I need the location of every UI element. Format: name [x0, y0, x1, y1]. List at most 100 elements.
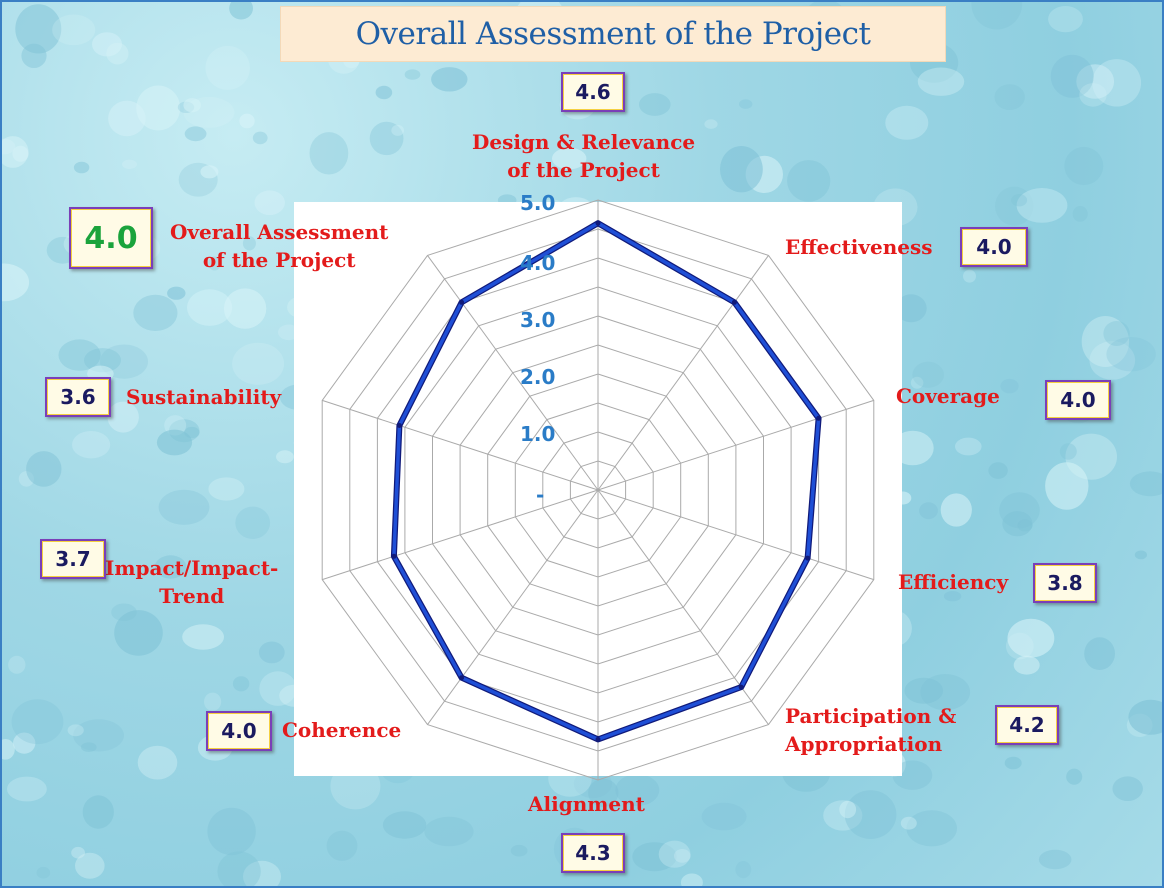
water-drop	[207, 807, 256, 856]
grid-spoke	[597, 489, 874, 581]
water-drop	[510, 844, 528, 857]
title-banner: Overall Assessment of the Project	[280, 6, 946, 62]
water-drop	[1013, 655, 1040, 675]
water-drop	[552, 147, 587, 170]
water-drop	[994, 84, 1025, 110]
water-drop	[1072, 206, 1088, 222]
water-drop	[1016, 188, 1068, 223]
water-drop	[200, 165, 219, 179]
water-drop	[204, 692, 222, 711]
water-drop	[154, 555, 187, 579]
water-drop	[424, 816, 474, 847]
data-point	[738, 684, 744, 690]
value-badge: 4.0	[1045, 380, 1111, 420]
water-drop	[1007, 618, 1055, 658]
category-label-line: Effectiveness	[785, 235, 933, 259]
water-drop	[431, 67, 468, 92]
water-drop	[13, 732, 36, 754]
water-drop	[184, 126, 207, 142]
category-label-line: Coverage	[896, 384, 1000, 408]
water-drop	[885, 105, 929, 140]
water-drop	[84, 348, 121, 373]
category-label: Alignment	[528, 790, 645, 818]
water-drop	[232, 676, 250, 692]
water-drop	[1048, 6, 1083, 33]
water-drop	[912, 361, 944, 388]
water-drop	[735, 861, 752, 879]
water-drop	[1106, 337, 1156, 372]
water-drop	[906, 810, 957, 847]
water-drop	[573, 769, 613, 799]
category-label-line: Coherence	[282, 718, 402, 742]
water-drop	[895, 294, 927, 323]
water-drop	[156, 429, 193, 456]
tick-label: 5.0	[520, 191, 556, 215]
data-point	[805, 555, 811, 561]
water-drop	[114, 610, 163, 656]
tick-label: 1.0	[520, 422, 556, 446]
water-drop	[910, 376, 924, 389]
water-drop	[639, 93, 671, 116]
water-drop	[844, 790, 897, 839]
water-drop	[904, 677, 944, 704]
water-drop	[71, 846, 85, 859]
category-label-line: of the Project	[507, 158, 660, 182]
water-drop	[674, 849, 691, 863]
value-badge: 4.2	[995, 705, 1059, 745]
water-drop	[404, 69, 421, 80]
water-drop	[1002, 511, 1033, 537]
water-drop	[1004, 756, 1022, 770]
water-drop	[1065, 433, 1117, 480]
water-drop	[75, 852, 105, 879]
water-drop	[182, 624, 225, 650]
water-drop	[106, 42, 129, 65]
water-drop	[205, 45, 250, 90]
water-drop	[892, 760, 933, 790]
category-label: Coverage	[896, 382, 1000, 410]
water-drop	[7, 776, 47, 802]
water-drop	[739, 99, 753, 109]
water-drop	[133, 294, 178, 331]
water-drop	[2, 739, 15, 760]
water-drop	[1079, 83, 1107, 107]
water-drop	[36, 866, 51, 879]
water-drop	[588, 778, 619, 808]
water-drop	[823, 800, 863, 831]
value-badge: 3.6	[45, 377, 111, 417]
water-drop	[787, 160, 831, 202]
category-label-line: Alignment	[528, 792, 645, 816]
water-drop	[1084, 637, 1115, 670]
category-label-line: Overall Assessment	[170, 220, 389, 244]
water-drop	[1089, 341, 1136, 380]
water-drop	[167, 286, 186, 300]
water-drop	[382, 811, 427, 839]
category-label-line: Sustainability	[126, 385, 282, 409]
water-drop	[52, 14, 96, 46]
water-drop	[183, 98, 201, 113]
water-drop	[658, 840, 691, 868]
water-drop	[1011, 194, 1028, 207]
water-drop	[72, 431, 111, 459]
water-drop	[1038, 849, 1072, 870]
water-drop	[15, 4, 62, 54]
category-label-line: Trend	[159, 584, 225, 608]
water-drop	[1066, 768, 1083, 785]
water-drop	[375, 85, 393, 100]
category-label-line: Participation &	[785, 704, 957, 728]
category-label-line: Appropriation	[785, 732, 943, 756]
water-drop	[940, 493, 972, 527]
water-drop	[680, 873, 703, 886]
water-drop	[701, 802, 747, 831]
tick-label: -	[536, 483, 545, 507]
water-drop	[1045, 462, 1089, 510]
value-badge: 4.3	[561, 833, 625, 873]
water-drop	[919, 502, 938, 520]
water-drop	[92, 32, 122, 57]
water-drop	[223, 288, 267, 329]
water-drop	[158, 489, 210, 525]
tick-label: 3.0	[520, 308, 556, 332]
water-drop	[704, 119, 718, 129]
category-label: Impact/Impact-Trend	[105, 554, 278, 610]
